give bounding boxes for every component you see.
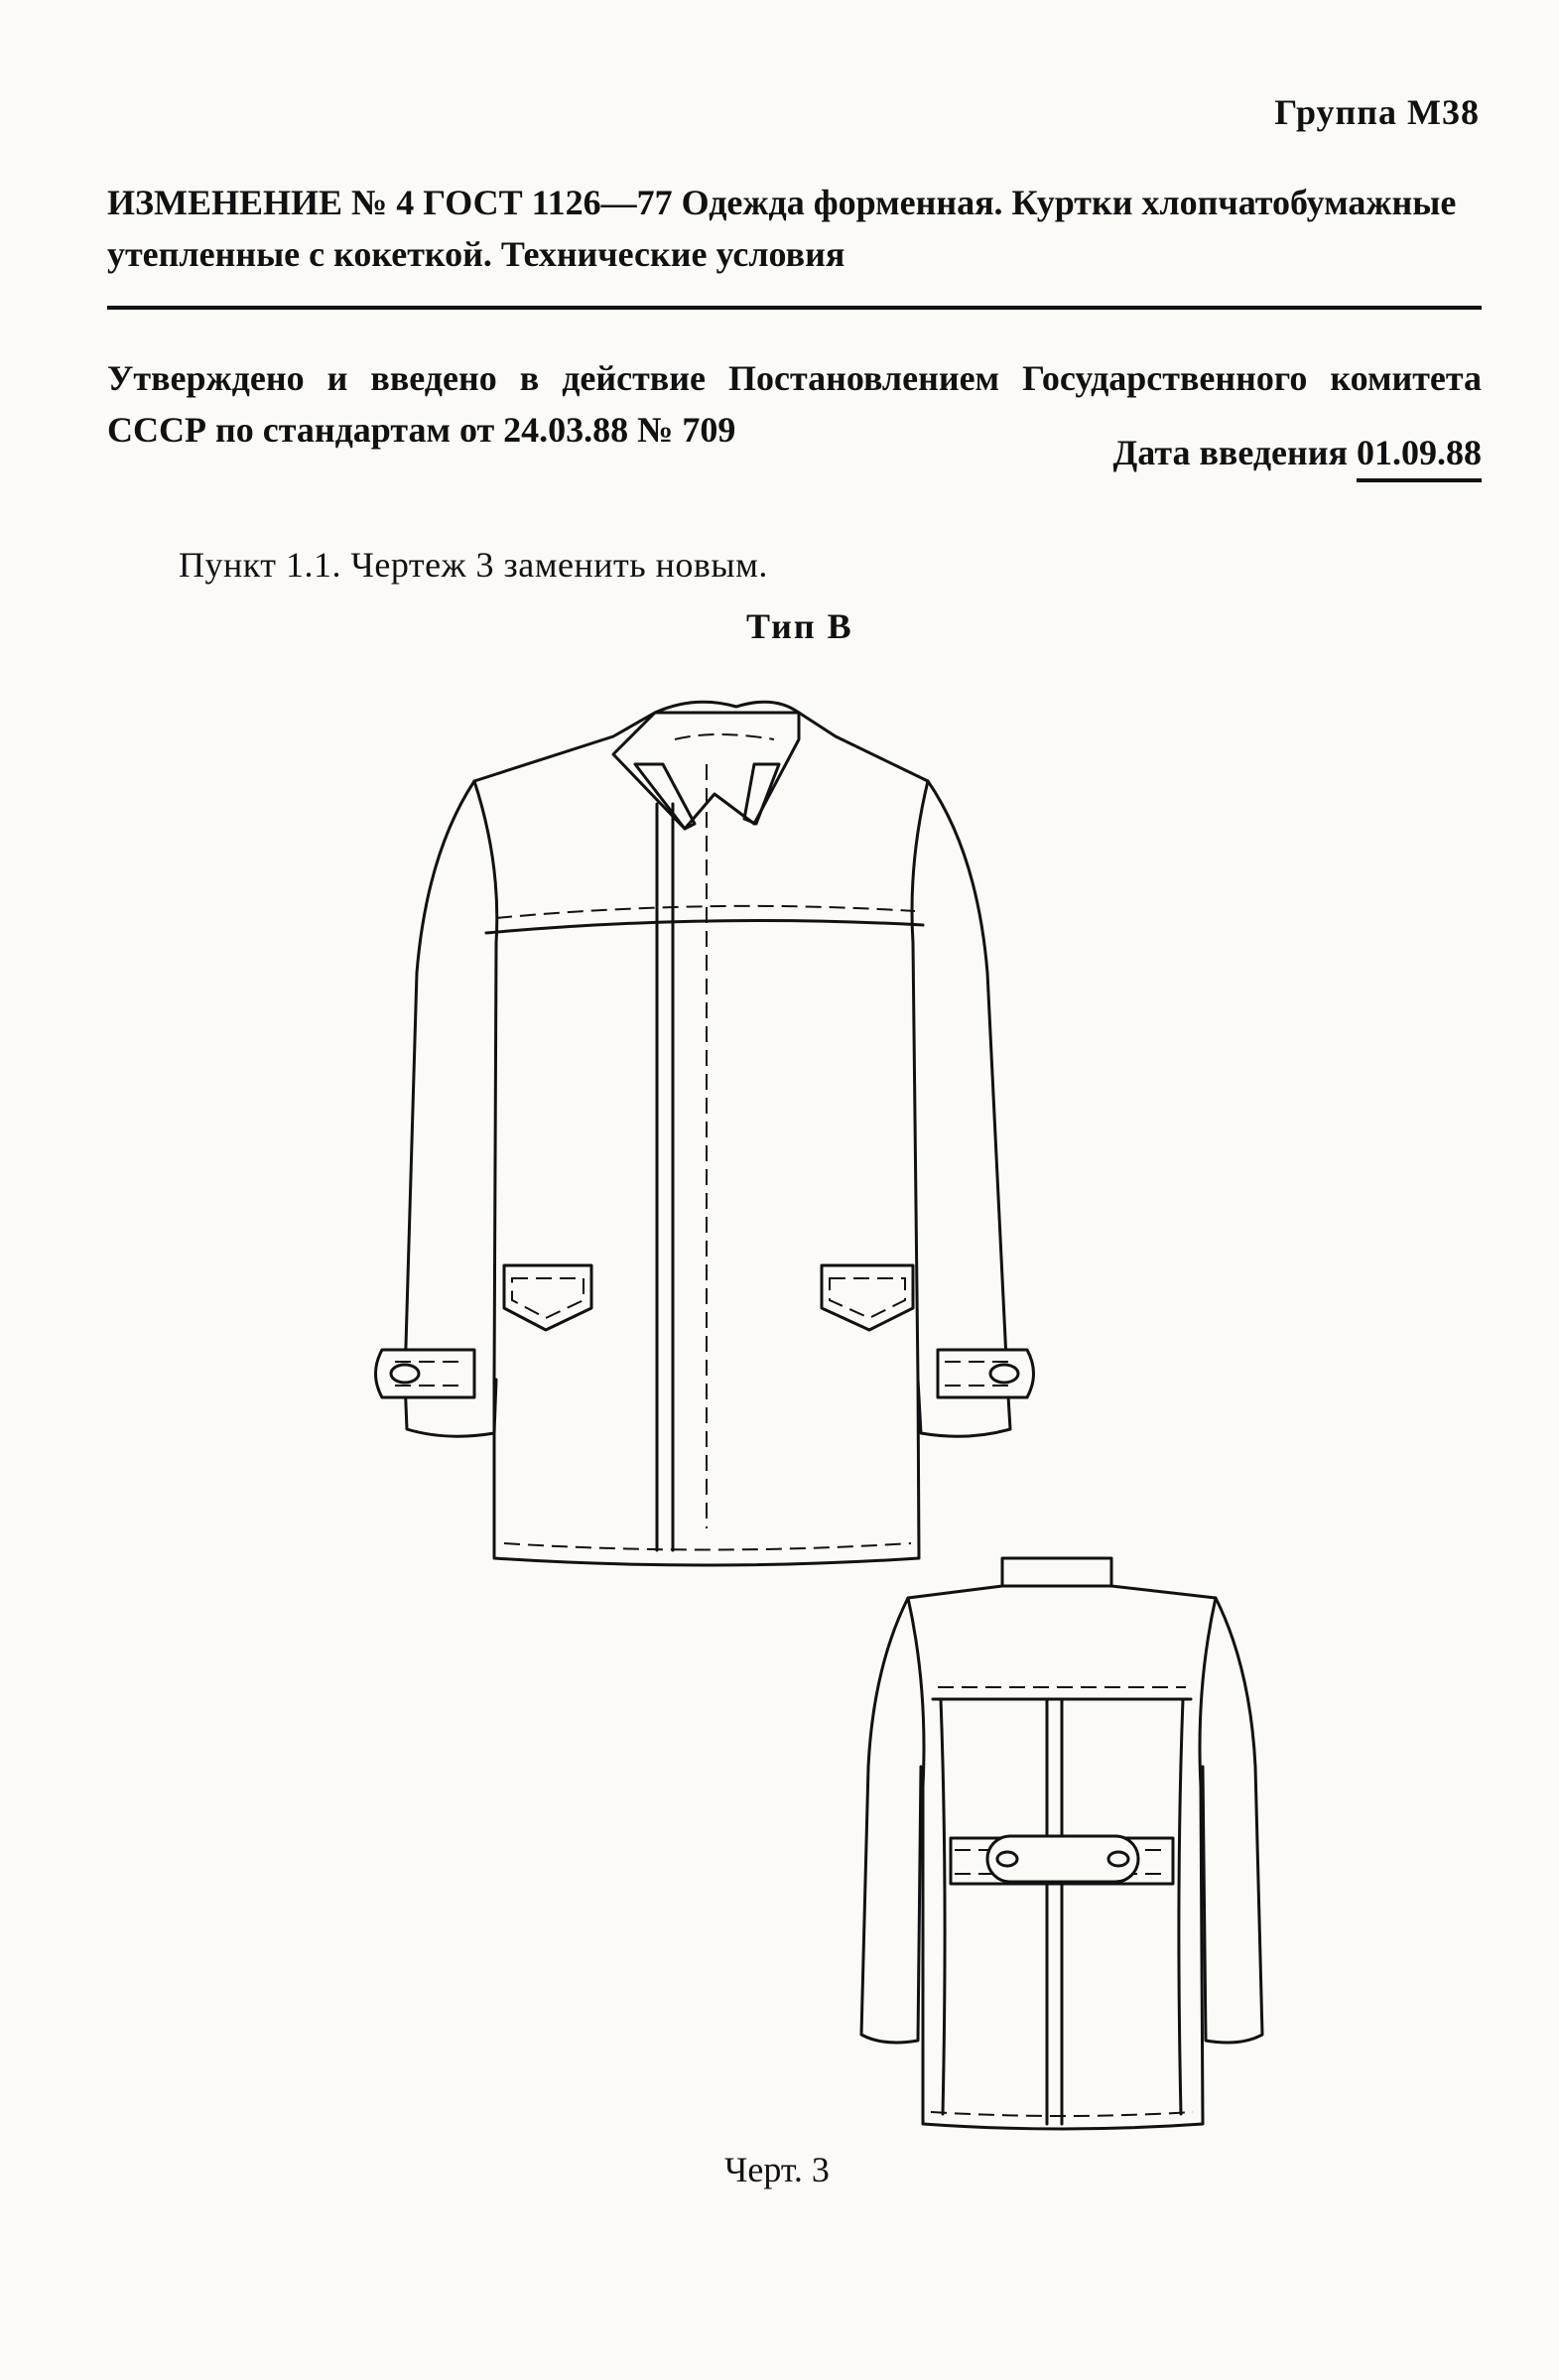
sleeve-strap-right <box>936 1348 1035 1399</box>
clause-text: Пункт 1.1. Чертеж 3 заменить новым. <box>179 545 768 585</box>
jacket-back-view <box>859 1556 1264 2131</box>
collar <box>611 700 801 831</box>
effective-date-value: 01.09.88 <box>1357 433 1482 482</box>
back-right-sleeve <box>1201 1596 1264 2045</box>
collar-tab-left <box>633 762 697 831</box>
front-body-outline <box>472 711 930 1567</box>
jacket-front-view <box>374 700 1035 1567</box>
pocket-flap-right <box>820 1263 915 1332</box>
figure-caption: Черт. 3 <box>724 2150 830 2189</box>
collar-tab-right <box>742 762 781 826</box>
pocket-flap-left <box>502 1263 593 1332</box>
effective-date: Дата введения 01.09.88 <box>1112 432 1482 482</box>
back-body-outline <box>906 1556 1218 2131</box>
approval-statement: Утверждено и введено в действие Постанов… <box>107 358 1482 450</box>
front-yoke-seam <box>484 919 925 935</box>
title-divider <box>107 306 1482 310</box>
group-code: Группа М38 <box>1274 92 1480 132</box>
front-right-sleeve <box>916 779 1012 1438</box>
document-title: ИЗМЕНЕНИЕ № 4 ГОСТ 1126—77 Одежда формен… <box>107 183 1457 274</box>
front-left-sleeve <box>403 779 498 1438</box>
figure-type-label: Тип В <box>746 606 853 646</box>
effective-date-label: Дата введения <box>1112 433 1349 472</box>
back-left-sleeve <box>859 1596 923 2045</box>
back-belt-tab <box>985 1834 1140 1884</box>
